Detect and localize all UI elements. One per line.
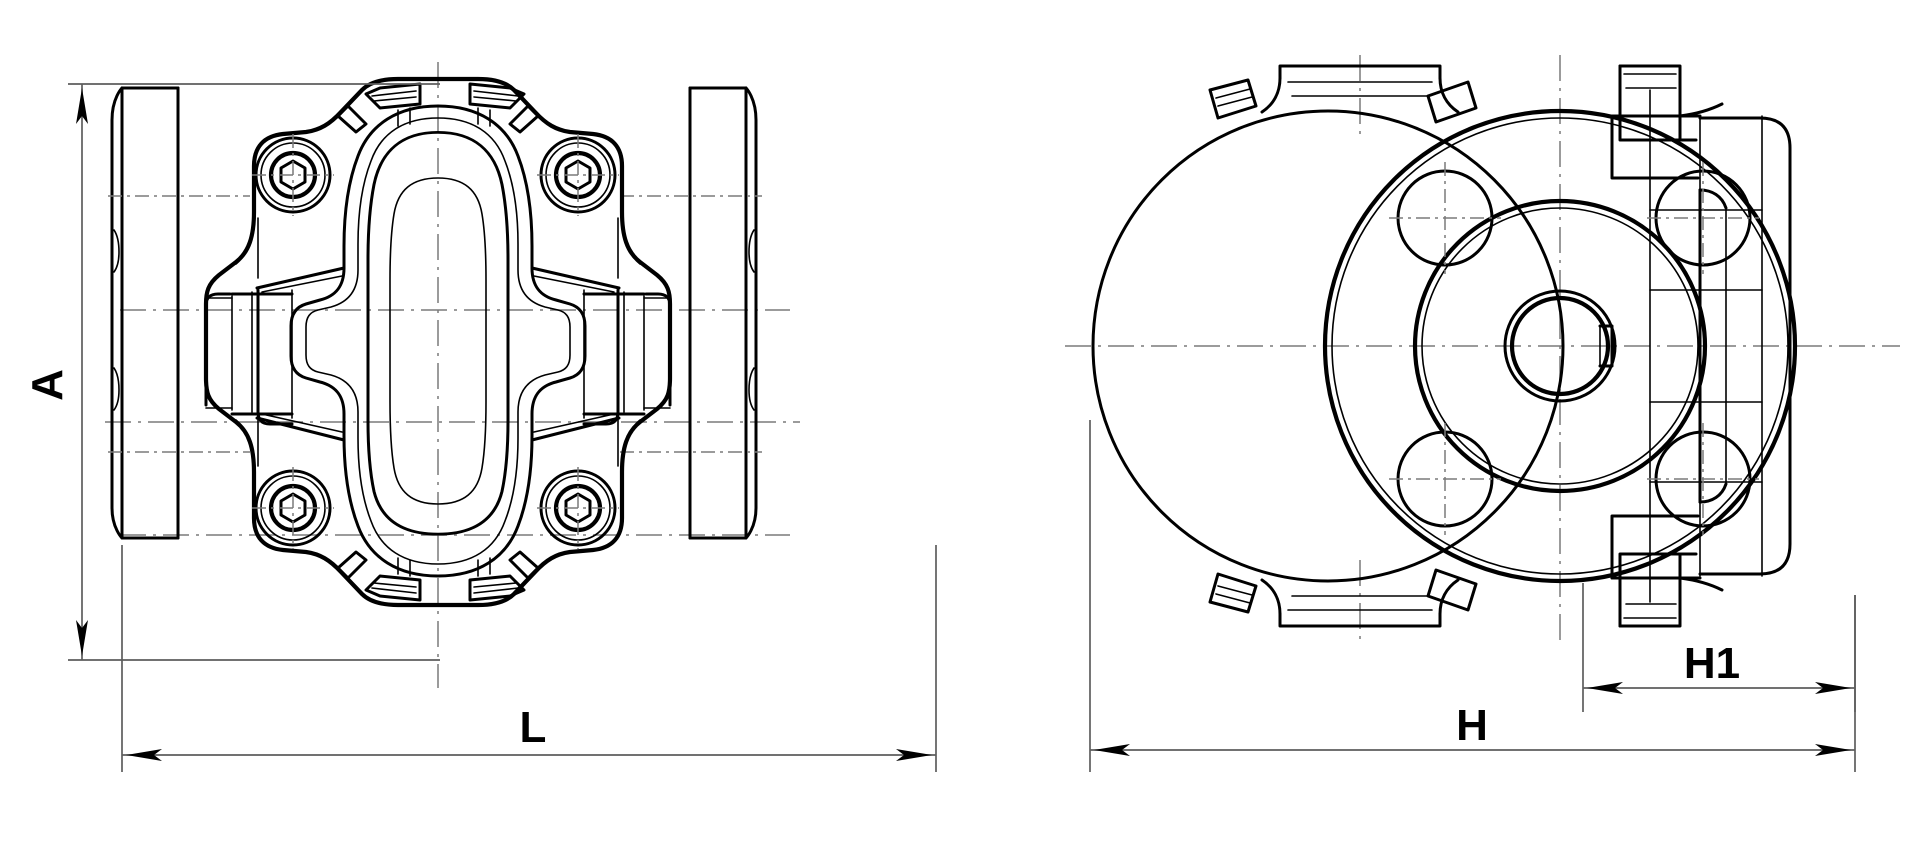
dimension-H1: H1 [1582, 583, 1856, 712]
right-view-end [1065, 55, 1900, 640]
front-flange-circle [1322, 108, 1798, 584]
flow-passage [204, 266, 672, 442]
bolt-hole-upper-right [1647, 162, 1759, 274]
cast-detail-top [336, 82, 540, 134]
dim-H1-arrow-left [1587, 682, 1623, 694]
dim-H1-arrow-right [1815, 682, 1851, 694]
dimension-A: A [23, 83, 440, 661]
cast-detail-bottom [336, 550, 540, 602]
dimension-label-H: H [1456, 701, 1488, 750]
bolt-upper-right [537, 134, 619, 216]
bonnet-cap-circle [1091, 64, 1565, 628]
dim-H-arrow-left [1094, 744, 1130, 756]
dimension-label-L: L [520, 703, 547, 752]
bolt-hole-lower-left [1389, 423, 1501, 535]
dim-A-arrow-top [76, 88, 88, 124]
dim-L-arrow-right [896, 749, 932, 761]
bonnet-cavity [289, 104, 587, 578]
dimension-label-H1: H1 [1684, 639, 1740, 688]
dim-H-arrow-right [1815, 744, 1851, 756]
dimension-H: H [1089, 420, 1856, 772]
raised-face-circle [1412, 198, 1708, 494]
dim-L-arrow-left [126, 749, 162, 761]
dimension-L: L [121, 545, 937, 772]
right-flange [620, 86, 762, 540]
left-flange [108, 86, 250, 540]
dimension-label-A: A [23, 369, 72, 401]
stem-bore [1503, 289, 1617, 403]
inner-chamber [389, 177, 487, 505]
left-view-centerlines [105, 62, 800, 688]
dim-A-arrow-bottom [76, 620, 88, 656]
bolt-hole-lower-right [1647, 423, 1759, 535]
right-view-centerlines [1065, 55, 1900, 640]
left-view-plan [105, 62, 800, 688]
bolt-hole-upper-left [1389, 162, 1501, 274]
bolt-lower-left [252, 467, 334, 549]
body-shoulder-lines [235, 211, 641, 473]
bolt-lower-right [537, 467, 619, 549]
bolt-upper-left [252, 134, 334, 216]
